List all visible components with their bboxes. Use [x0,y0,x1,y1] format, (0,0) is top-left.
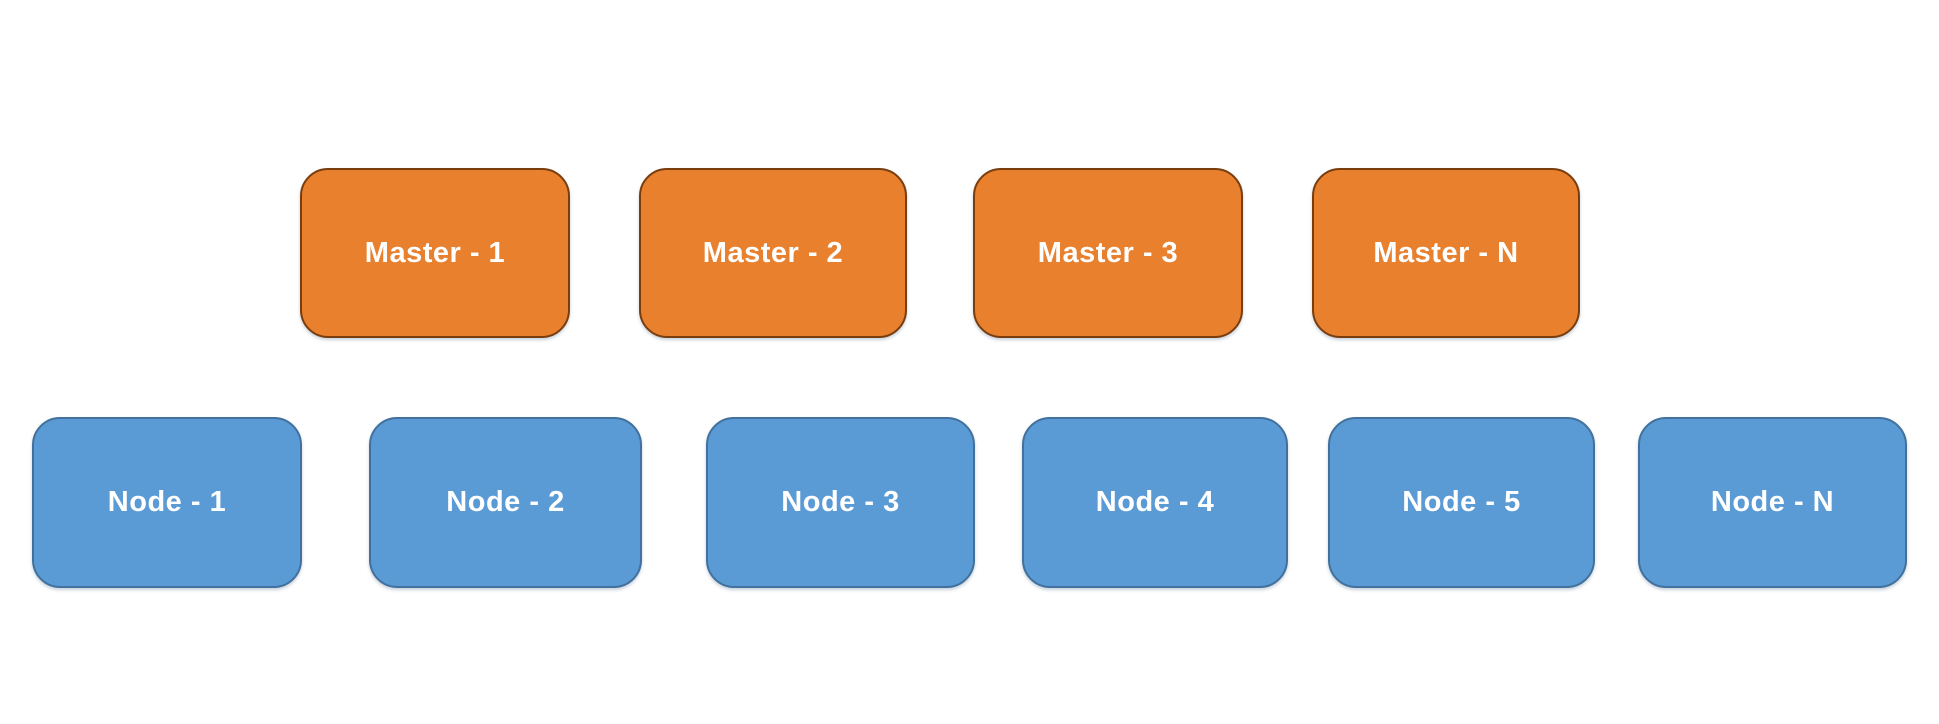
master-box: Master - 1 [300,168,570,338]
node-box: Node - 1 [32,417,302,588]
node-box-label: Node - 1 [107,486,227,518]
master-box: Master - 3 [973,168,1243,338]
master-box-label: Master - 1 [364,236,506,269]
master-box: Master - N [1312,168,1580,338]
node-box: Node - N [1638,417,1907,588]
master-box-label: Master - 2 [702,236,844,269]
master-box-label: Master - 3 [1037,236,1179,269]
node-box-label: Node - 4 [1095,486,1215,518]
node-box: Node - 5 [1328,417,1595,588]
node-box-label: Node - 2 [446,486,565,518]
node-box-label: Node - N [1710,486,1835,518]
node-box-label: Node - 5 [1402,486,1521,518]
master-box: Master - 2 [639,168,907,338]
node-box: Node - 3 [706,417,975,588]
master-box-label: Master - N [1373,236,1519,269]
node-box: Node - 2 [369,417,642,588]
node-box-label: Node - 3 [781,486,900,518]
node-box: Node - 4 [1022,417,1288,588]
